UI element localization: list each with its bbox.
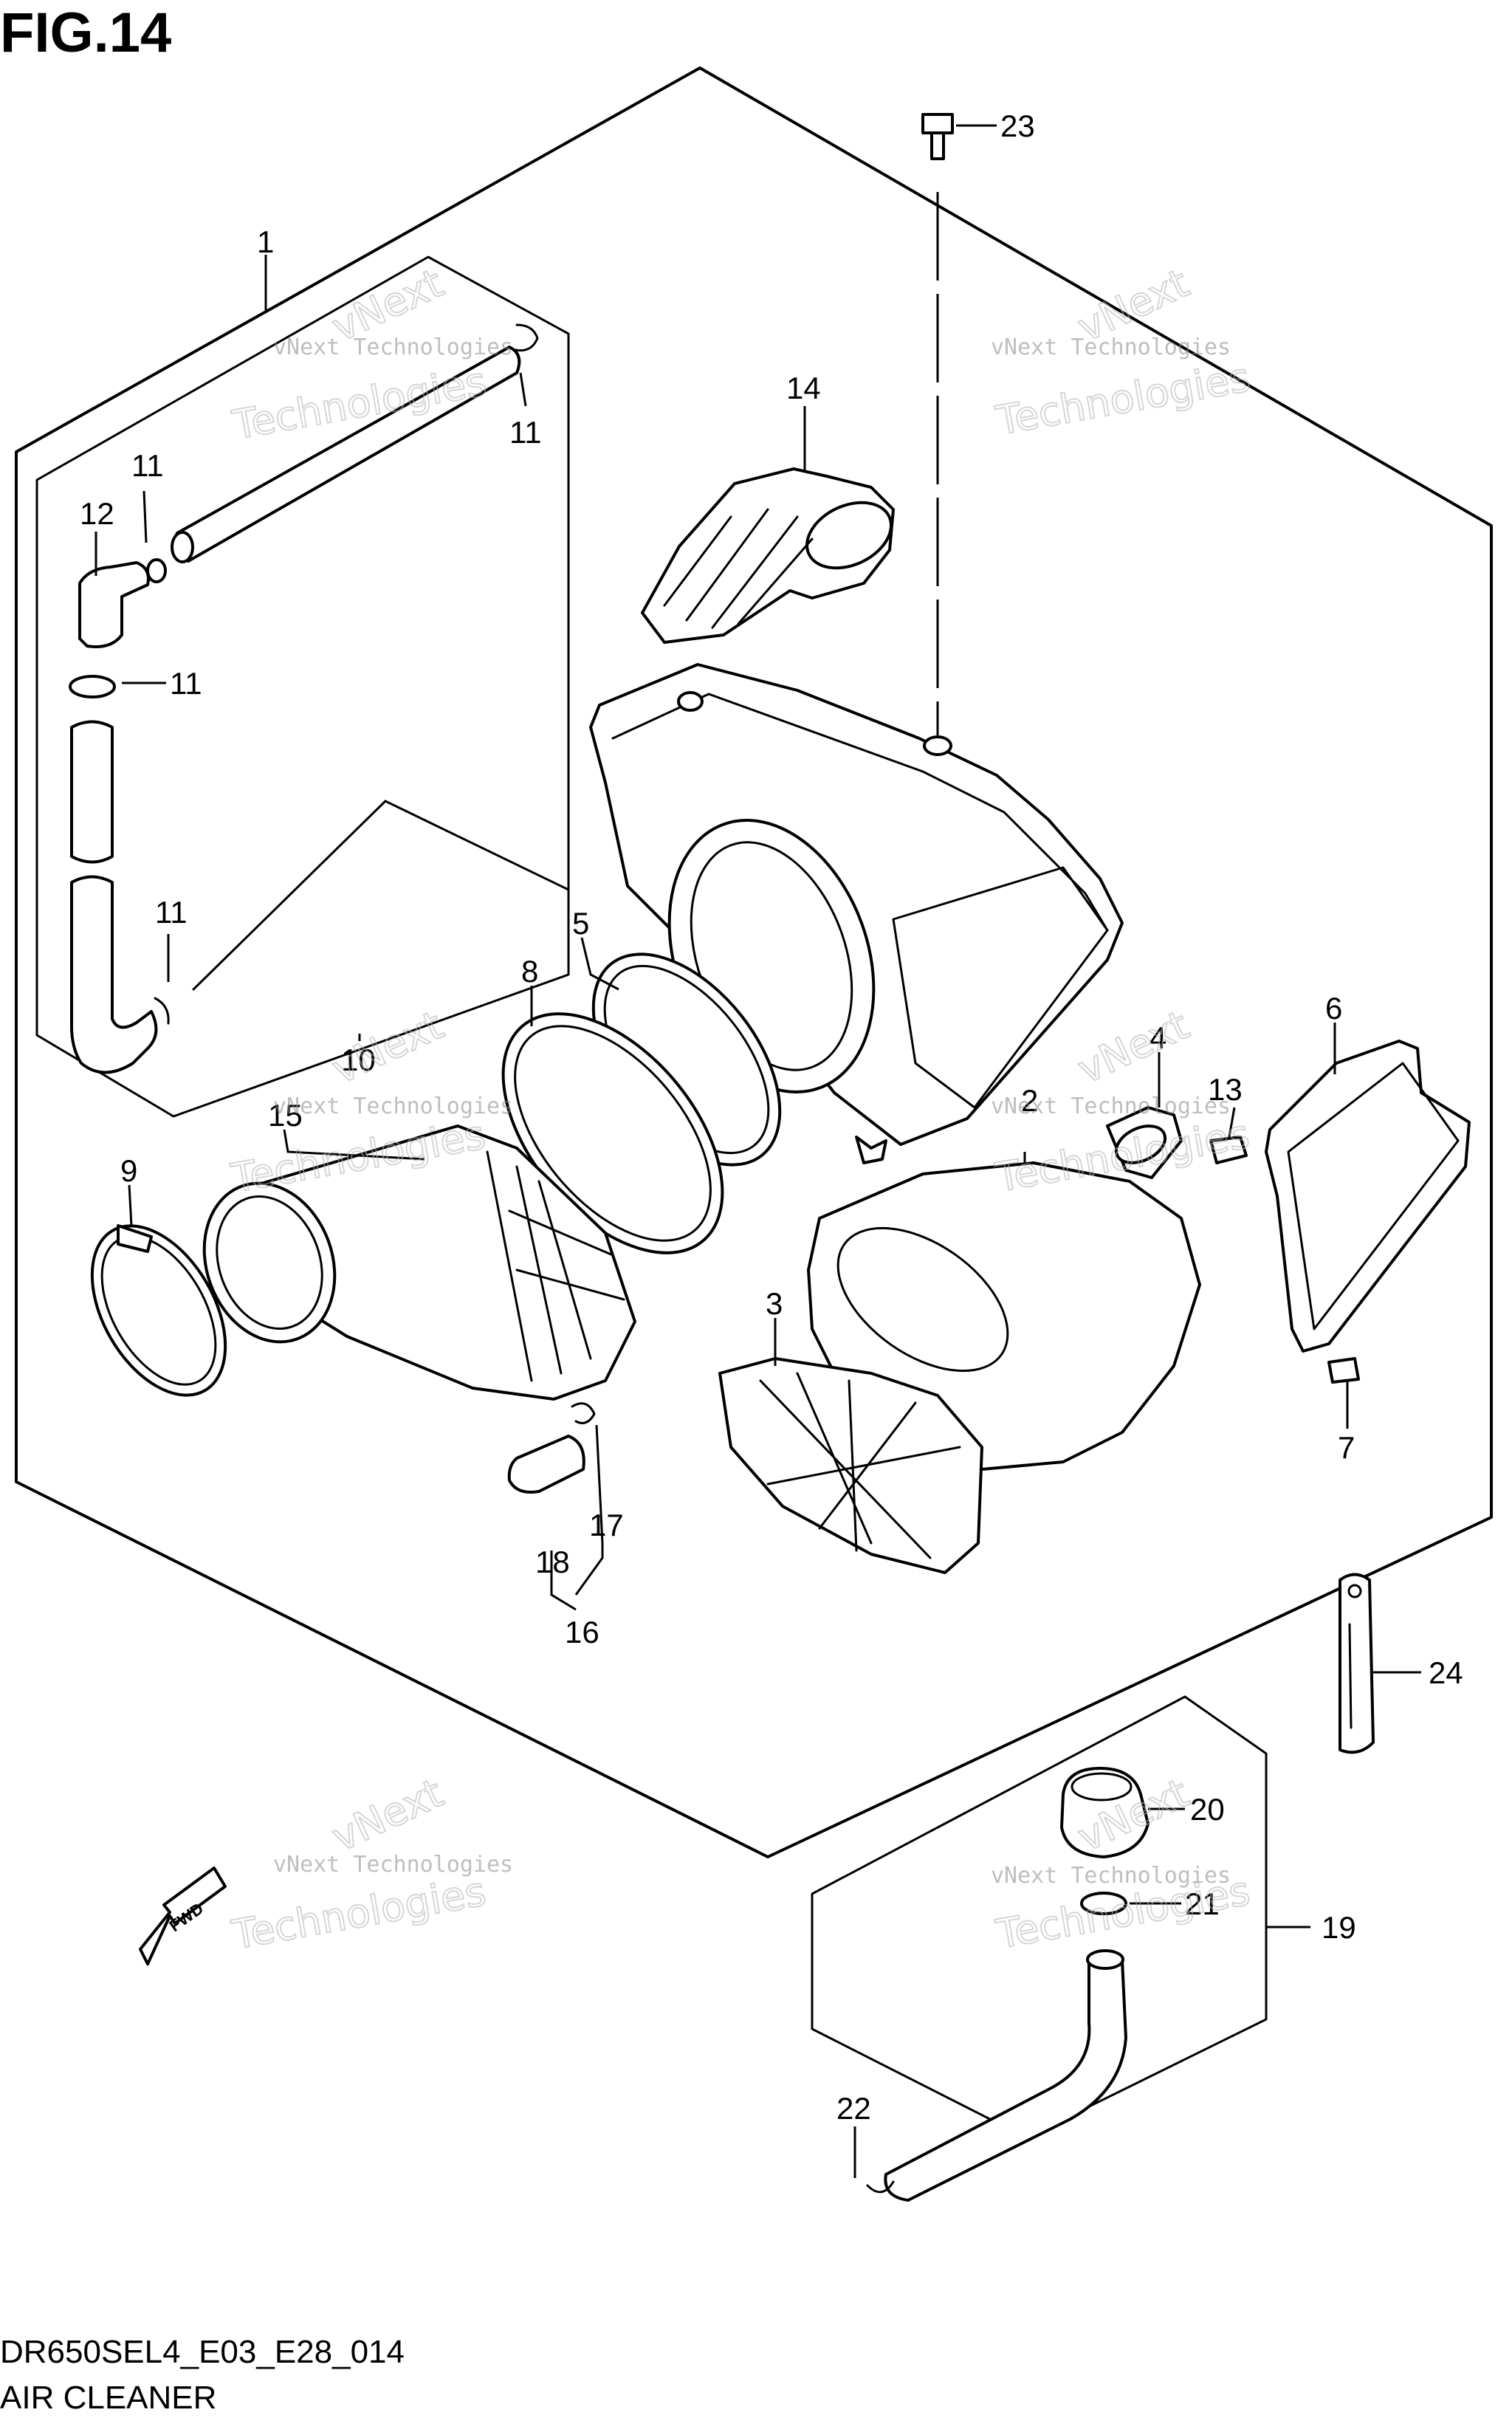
clamp-9 bbox=[90, 1224, 227, 1397]
callout-3: 3 bbox=[766, 1286, 783, 1321]
breather-kit-outline bbox=[35, 255, 570, 1118]
svg-text:vNext Technologies: vNext Technologies bbox=[991, 1093, 1231, 1119]
callout-22: 22 bbox=[836, 2091, 871, 2126]
case-boss bbox=[923, 735, 952, 756]
clamp-22 bbox=[866, 2180, 895, 2194]
filter-cage-3 bbox=[718, 1357, 983, 1574]
callout-7: 7 bbox=[1338, 1430, 1355, 1465]
watermark-1: vNext vNext Technologies Technologies bbox=[228, 259, 513, 450]
callout-18: 18 bbox=[535, 1545, 570, 1579]
callout-11-upper: 11 bbox=[131, 448, 164, 483]
svg-text:vNext Technologies: vNext Technologies bbox=[273, 1852, 513, 1878]
svg-text:vNext Technologies: vNext Technologies bbox=[273, 334, 513, 360]
leader-15 bbox=[283, 1129, 425, 1161]
bolt-23 bbox=[921, 113, 954, 160]
cover-6 bbox=[1265, 1040, 1471, 1353]
leader-18 bbox=[550, 1551, 577, 1611]
seal-8-inner bbox=[514, 1025, 712, 1242]
callout-9: 9 bbox=[120, 1153, 137, 1188]
callout-10: 10 bbox=[341, 1043, 376, 1077]
breather-hose-lower bbox=[70, 875, 158, 1074]
boot-15-mouth bbox=[202, 1181, 337, 1344]
hose-19-end bbox=[1086, 1949, 1124, 1970]
leader-10-to-box bbox=[384, 800, 570, 891]
callout-20: 20 bbox=[1190, 1792, 1225, 1827]
watermark-5: vNext vNext Technologies Technologies bbox=[227, 1769, 513, 1960]
callout-16: 16 bbox=[565, 1615, 599, 1649]
hose-end bbox=[171, 531, 194, 563]
breather-cap-20-top bbox=[1071, 1772, 1133, 1802]
hose-19 bbox=[884, 1952, 1127, 2202]
main-assembly-outline bbox=[15, 66, 1493, 1858]
clamp-9-screw bbox=[117, 1224, 153, 1253]
svg-text:Technologies: Technologies bbox=[992, 354, 1254, 444]
cap-4-face bbox=[1114, 1124, 1167, 1164]
strap-24-hole bbox=[1347, 1584, 1362, 1598]
callout-14: 14 bbox=[786, 371, 821, 405]
figure-caption: AIR CLEANER bbox=[0, 2380, 216, 2416]
case-side-opening bbox=[892, 866, 1109, 1109]
watermark-2: vNext vNext Technologies Technologies bbox=[991, 259, 1254, 445]
callout-6: 6 bbox=[1325, 991, 1342, 1026]
fwd-arrow-icon: FWD bbox=[139, 1867, 227, 1965]
filter-cage-3-struts bbox=[759, 1372, 961, 1559]
callout-21: 21 bbox=[1185, 1886, 1220, 1921]
svg-text:vNext Technologies: vNext Technologies bbox=[273, 1093, 513, 1119]
leader-17 bbox=[574, 1424, 604, 1596]
leader-11-upper bbox=[142, 490, 148, 543]
strap-24-slot bbox=[1348, 1623, 1353, 1729]
model-code: DR650SEL4_E03_E28_014 bbox=[0, 2334, 405, 2370]
callout-8: 8 bbox=[521, 954, 538, 989]
callout-17: 17 bbox=[589, 1508, 624, 1542]
bolt-7 bbox=[1327, 1357, 1360, 1384]
svg-text:Technologies: Technologies bbox=[228, 1868, 489, 1958]
boot-15-mouth-inner bbox=[216, 1195, 323, 1330]
case-drain bbox=[855, 1136, 887, 1164]
svg-text:vNext: vNext bbox=[325, 1002, 450, 1093]
callout-4: 4 bbox=[1150, 1020, 1166, 1055]
callout-13: 13 bbox=[1208, 1072, 1243, 1107]
duct-14-mouth bbox=[805, 501, 893, 570]
callout-11-top: 11 bbox=[509, 415, 542, 450]
callout-1: 1 bbox=[257, 224, 274, 259]
filter-element-2-opening bbox=[836, 1226, 1009, 1373]
clip-17 bbox=[571, 1402, 596, 1424]
clamp-11-elbow bbox=[146, 558, 167, 583]
callout-12: 12 bbox=[80, 496, 114, 531]
figure-title: FIG.14 bbox=[0, 1, 171, 64]
case-stud bbox=[677, 691, 704, 712]
leader-13 bbox=[1228, 1107, 1236, 1138]
strap-24 bbox=[1339, 1573, 1375, 1754]
svg-text:vNext: vNext bbox=[325, 1770, 450, 1861]
clamp-11-mid bbox=[69, 675, 116, 698]
leader-11-top bbox=[519, 372, 527, 407]
callout-23: 23 bbox=[1000, 109, 1035, 143]
breather-cap-20 bbox=[1060, 1767, 1150, 1858]
clamp-11-low bbox=[154, 997, 170, 1025]
duct-14-ribs bbox=[663, 508, 814, 629]
boot-15-ribs bbox=[486, 1150, 625, 1382]
screw-13 bbox=[1209, 1136, 1248, 1164]
svg-text:vNext: vNext bbox=[1071, 1002, 1196, 1093]
leader-9 bbox=[128, 1184, 133, 1226]
leader-5 bbox=[580, 937, 619, 991]
callout-11-low: 11 bbox=[155, 895, 188, 930]
elbow-12 bbox=[78, 561, 150, 648]
clamp-11-top bbox=[514, 323, 539, 352]
callout-2: 2 bbox=[1021, 1083, 1038, 1118]
callout-15: 15 bbox=[268, 1098, 303, 1133]
cover-6-inner bbox=[1287, 1062, 1460, 1330]
leader-10-diag bbox=[192, 800, 387, 991]
svg-text:vNext Technologies: vNext Technologies bbox=[991, 334, 1231, 360]
drain-cap-18 bbox=[507, 1435, 585, 1494]
callout-5: 5 bbox=[572, 906, 589, 941]
clamp-21 bbox=[1080, 1892, 1127, 1915]
breather-hose-vertical bbox=[70, 720, 114, 864]
callout-24: 24 bbox=[1429, 1655, 1463, 1690]
callout-11-mid: 11 bbox=[170, 666, 202, 701]
svg-text:vNext Technologies: vNext Technologies bbox=[991, 1863, 1231, 1889]
hose-kit-outline bbox=[811, 1695, 1268, 2139]
callout-19: 19 bbox=[1322, 1910, 1356, 1945]
